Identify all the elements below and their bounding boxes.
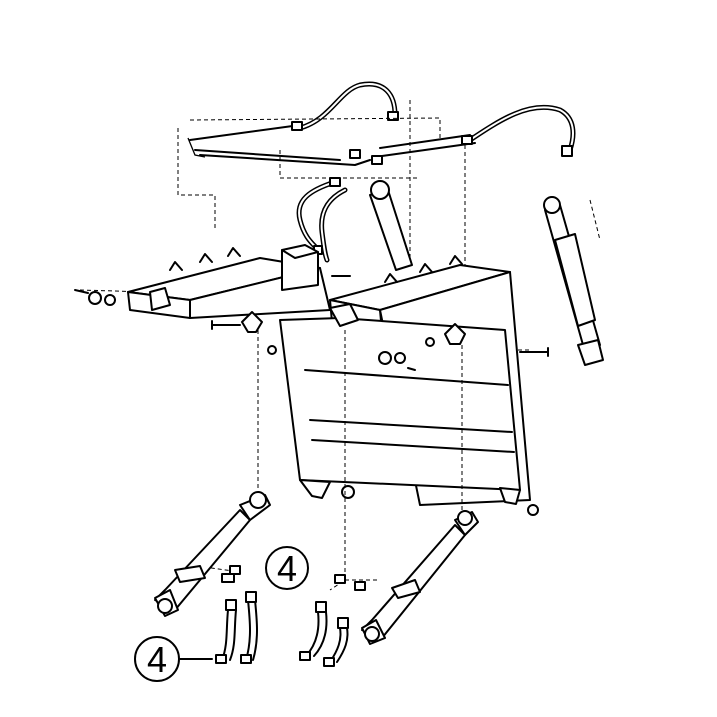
callout-label: 4 (147, 639, 167, 680)
right-tilt-cylinder (543, 196, 604, 366)
callout-4-upper: 4 (265, 546, 309, 590)
callout-4-lower: 4 (134, 636, 213, 682)
center-tilt-cylinder (369, 180, 413, 271)
hardware-bolts (74, 275, 549, 516)
left-lift-cylinder (154, 491, 271, 617)
right-lift-cylinder (334, 510, 479, 645)
right-lift-hoses (299, 601, 349, 667)
top-hose-assembly (187, 81, 576, 263)
callout-label: 4 (277, 548, 297, 589)
main-frame (127, 244, 531, 506)
left-lift-hoses (215, 591, 258, 664)
